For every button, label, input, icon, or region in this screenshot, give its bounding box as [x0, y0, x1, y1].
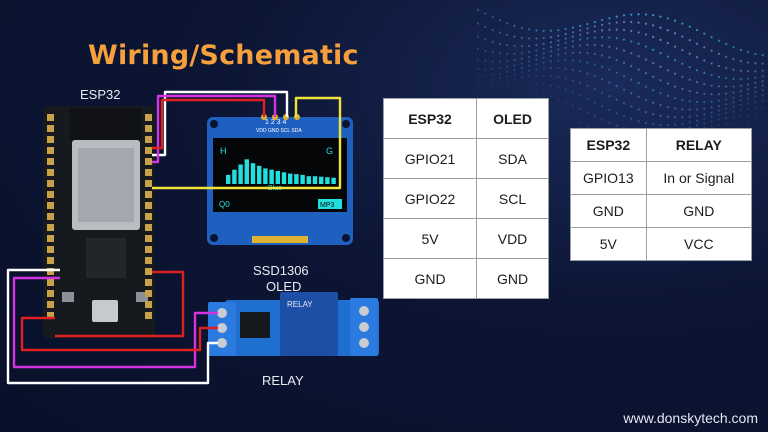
relay-module-text: RELAY	[287, 300, 313, 309]
website-url[interactable]: www.donskytech.com	[623, 410, 758, 426]
relay-label: RELAY	[262, 373, 304, 388]
table-cell: In or Signal	[645, 161, 753, 195]
esp32-relay-pin-table: ESP32 RELAY GPIO13 In or Signal GND GND …	[570, 128, 753, 261]
table-cell: VDD	[476, 218, 549, 259]
oled-spectrum-bar	[312, 176, 318, 184]
table-cell: SDA	[476, 138, 549, 179]
table-cell: VCC	[645, 227, 753, 261]
table-row: 5V VCC	[570, 227, 753, 261]
wire-yellow-gpio21-oled	[152, 96, 342, 190]
table-cell: GND	[645, 194, 753, 228]
table-cell: SCL	[476, 178, 549, 219]
oled-spectrum-bar	[325, 177, 330, 184]
relay-module: RELAY	[208, 292, 379, 356]
relay-table-header-relay: RELAY	[645, 128, 753, 162]
table-cell: GND	[570, 194, 647, 228]
wire-red-gnd-loop	[55, 270, 185, 338]
table-row: GND GND	[382, 258, 549, 299]
table-cell: 5V	[570, 227, 647, 261]
wire-magenta-gpio13-relay	[12, 276, 218, 369]
oled-spectrum-bar	[319, 176, 324, 184]
table-row: GPIO13 In or Signal	[570, 161, 753, 195]
oled-spectrum-bar	[238, 164, 243, 184]
oled-spectrum-bars	[226, 159, 336, 184]
oled-spectrum-bar	[269, 169, 274, 184]
oled-spectrum-bar	[226, 174, 231, 184]
wire-white-5v-oled	[152, 90, 289, 157]
oled-screen-bottom-left: Q0	[219, 200, 230, 209]
oled-spectrum-bar	[244, 159, 249, 184]
table-row: 5V VDD	[382, 218, 549, 259]
oled-screen-right-label: G	[326, 146, 333, 156]
wire-red-gnd-relay	[20, 316, 218, 352]
oled-spectrum-bar	[275, 171, 280, 184]
oled-spectrum-bar	[232, 169, 237, 184]
decorative-dot-wave	[476, 8, 764, 157]
table-cell: GND	[476, 258, 549, 299]
table-row: GPIO21 SDA	[382, 138, 549, 179]
oled-module: 1 2 3 4 VDD GND SCL SDA H G Q0 Blue MP3	[207, 114, 353, 245]
oled-table-header-esp32: ESP32	[382, 98, 478, 139]
relay-table-header-esp32: ESP32	[570, 128, 647, 162]
table-cell: GPIO22	[382, 178, 478, 219]
oled-spectrum-bar	[281, 172, 287, 184]
oled-spectrum-bar	[300, 174, 305, 184]
oled-label-line1: SSD1306	[253, 263, 309, 278]
wire-red-gnd-oled	[152, 98, 266, 150]
table-cell: GPIO21	[382, 138, 478, 179]
table-row: GND GND	[570, 194, 753, 228]
oled-spectrum-bar	[257, 165, 262, 184]
oled-screen-bottom-right: MP3	[320, 202, 335, 209]
esp32-oled-pin-table: ESP32 OLED GPIO21 SDA GPIO22 SCL 5V VDD …	[382, 98, 549, 299]
esp32-label: ESP32	[80, 87, 121, 102]
oled-table-header-oled: OLED	[476, 98, 549, 139]
table-cell: 5V	[382, 218, 478, 259]
oled-screen-left-label: H	[220, 146, 227, 156]
oled-spectrum-bar	[250, 163, 256, 184]
oled-spectrum-bar	[306, 176, 311, 184]
table-cell: GND	[382, 258, 478, 299]
oled-label-line2: OLED	[266, 279, 302, 294]
esp32-board	[43, 106, 155, 338]
oled-spectrum-bar	[288, 173, 293, 184]
esp32-pin-header-right	[145, 114, 152, 319]
oled-spectrum-bar	[331, 177, 336, 184]
wires	[6, 90, 342, 385]
table-cell: GPIO13	[570, 161, 647, 195]
page-title: Wiring/Schematic	[88, 40, 359, 71]
wire-white-5v-relay	[6, 268, 218, 385]
oled-pin-names: VDD GND SCL SDA	[256, 128, 302, 134]
esp32-pin-header-left	[47, 114, 54, 319]
oled-spectrum-bar	[263, 168, 268, 184]
oled-spectrum-bar	[294, 174, 299, 184]
oled-pin-numbers: 1 2 3 4	[265, 119, 287, 126]
table-row: GPIO22 SCL	[382, 178, 549, 219]
wire-magenta-gpio22-oled	[152, 94, 277, 164]
